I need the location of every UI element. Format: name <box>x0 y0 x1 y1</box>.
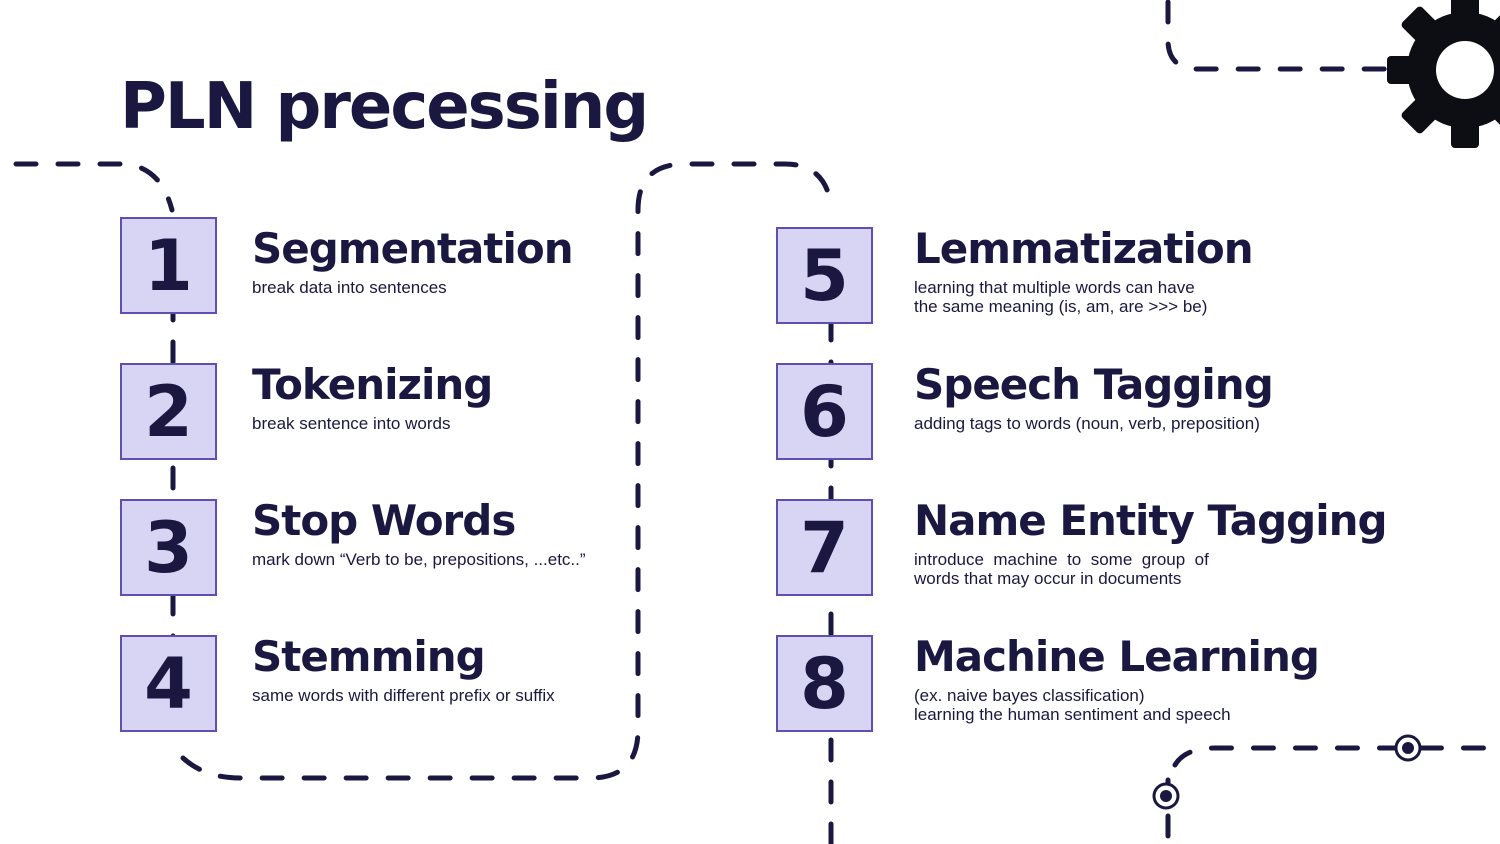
step-number-box: 1 <box>120 217 217 314</box>
step-description: adding tags to words (noun, verb, prepos… <box>914 414 1260 433</box>
dashed-path-bottom-right-2 <box>1172 745 1500 768</box>
step-stop-words: Stop Words mark down “Verb to be, prepos… <box>252 496 586 570</box>
step-name-entity-tagging: Name Entity Tagging introduce machine to… <box>914 496 1388 589</box>
step-number-box: 2 <box>120 363 217 460</box>
target-icon <box>1394 734 1422 762</box>
step-title: Stop Words <box>252 496 516 545</box>
step-title: Lemmatization <box>914 224 1254 273</box>
step-title: Name Entity Tagging <box>914 496 1388 545</box>
step-title: Segmentation <box>252 224 574 273</box>
step-description-line: learning that multiple words can have <box>914 278 1195 297</box>
step-description: learning that multiple words can have th… <box>914 278 1253 316</box>
step-description-line: the same meaning (is, am, are >>> be) <box>914 297 1208 316</box>
step-number-box: 5 <box>776 227 873 324</box>
step-lemmatization: Lemmatization learning that multiple wor… <box>914 224 1254 317</box>
step-segmentation: Segmentation break data into sentences <box>252 224 574 298</box>
dashed-path-top-left <box>13 161 175 213</box>
step-title: Speech Tagging <box>914 360 1274 409</box>
dashed-path-top-right <box>1165 0 1500 72</box>
page-title: PLN precessing <box>120 70 649 144</box>
step-title: Machine Learning <box>914 632 1320 681</box>
step-number-box: 6 <box>776 363 873 460</box>
target-icon <box>1152 782 1180 810</box>
step-tokenizing: Tokenizing break sentence into words <box>252 360 493 434</box>
step-description-line: learning the human sentiment and speech <box>914 705 1231 724</box>
step-description-line: words that may occur in documents <box>914 569 1182 588</box>
step-description: introduce machine to some group of words… <box>914 550 1387 588</box>
dashed-loop <box>180 161 834 781</box>
step-description-line: introduce machine to some group of <box>914 550 1209 569</box>
step-title: Stemming <box>252 632 486 681</box>
gear-icon <box>1387 0 1500 148</box>
step-machine-learning: Machine Learning (ex. naive bayes classi… <box>914 632 1320 725</box>
step-stemming: Stemming same words with different prefi… <box>252 632 555 706</box>
step-title: Tokenizing <box>252 360 493 409</box>
step-number-box: 4 <box>120 635 217 732</box>
step-number-box: 3 <box>120 499 217 596</box>
step-description: (ex. naive bayes classification) learnin… <box>914 686 1319 724</box>
step-description-line: (ex. naive bayes classification) <box>914 686 1145 705</box>
step-description: break sentence into words <box>252 414 451 433</box>
step-speech-tagging: Speech Tagging adding tags to words (nou… <box>914 360 1274 434</box>
step-number-box: 8 <box>776 635 873 732</box>
step-description: mark down “Verb to be, prepositions, ...… <box>252 550 586 569</box>
step-description: same words with different prefix or suff… <box>252 686 555 705</box>
step-number-box: 7 <box>776 499 873 596</box>
step-description: break data into sentences <box>252 278 447 297</box>
